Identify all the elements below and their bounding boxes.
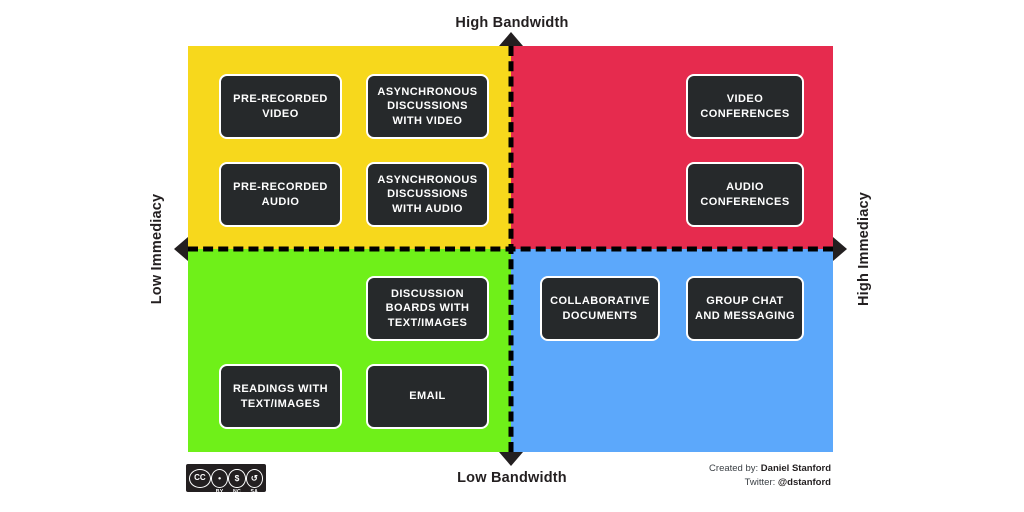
cc-nc-icon: $ NC xyxy=(228,468,246,495)
tool-box-audio-conferences[interactable]: AUDIO CONFERENCES xyxy=(686,162,804,227)
tool-box-collaborative-documents[interactable]: COLLABORATIVE DOCUMENTS xyxy=(540,276,660,341)
credit-created-by-prefix: Created by: xyxy=(709,463,761,474)
vertical-axis-line xyxy=(508,46,513,452)
credit-twitter-handle[interactable]: @dstanford xyxy=(777,476,831,488)
bandwidth-immediacy-matrix: PRE-RECORDED VIDEO ASYNCHRONOUS DISCUSSI… xyxy=(174,32,847,466)
cc-by-label: BY xyxy=(215,489,224,496)
tool-box-video-conferences[interactable]: VIDEO CONFERENCES xyxy=(686,74,804,139)
cc-by-icon: • BY xyxy=(210,468,229,495)
arrow-right-icon xyxy=(833,237,847,261)
tool-box-group-chat-and-messaging[interactable]: GROUP CHAT AND MESSAGING xyxy=(686,276,804,341)
axis-label-low-bandwidth: Low Bandwidth xyxy=(457,470,567,486)
arrow-left-icon xyxy=(174,237,188,261)
tool-box-pre-recorded-video[interactable]: PRE-RECORDED VIDEO xyxy=(219,74,342,139)
tool-box-readings-with-text-images[interactable]: READINGS WITH TEXT/IMAGES xyxy=(219,364,342,429)
cc-by-glyph: • xyxy=(218,472,222,483)
arrow-up-icon xyxy=(498,32,523,46)
axis-label-low-immediacy: Low Immediacy xyxy=(149,193,165,305)
tool-box-asynchronous-discussions-with-video[interactable]: ASYNCHRONOUS DISCUSSIONS WITH VIDEO xyxy=(366,74,489,139)
cc-logo-text: CC xyxy=(194,473,206,482)
cc-sa-icon: ↺ SA xyxy=(245,468,264,495)
cc-sa-label: SA xyxy=(250,489,259,496)
credit-author-line: Created by: Daniel Stanford xyxy=(709,462,831,476)
credit-author-name: Daniel Stanford xyxy=(760,463,831,474)
credit-twitter-prefix: Twitter: xyxy=(744,476,778,488)
creative-commons-license-badge[interactable]: CC • BY $ NC ↺ SA xyxy=(186,464,266,495)
tool-box-email[interactable]: EMAIL xyxy=(366,364,489,429)
tool-box-asynchronous-discussions-with-audio[interactable]: ASYNCHRONOUS DISCUSSIONS WITH AUDIO xyxy=(366,162,489,227)
credit-twitter-line: Twitter: @dstanford xyxy=(709,476,831,490)
tool-box-discussion-boards-with-text-images[interactable]: DISCUSSION BOARDS WITH TEXT/IMAGES xyxy=(366,276,489,341)
axis-label-high-bandwidth: High Bandwidth xyxy=(455,15,569,31)
tool-box-pre-recorded-audio[interactable]: PRE-RECORDED AUDIO xyxy=(219,162,342,227)
axis-label-high-immediacy: High Immediacy xyxy=(856,192,872,306)
cc-sa-glyph: ↺ xyxy=(250,472,258,483)
cc-nc-glyph: $ xyxy=(234,472,240,483)
cc-logo-icon: CC xyxy=(189,468,211,488)
arrow-down-icon xyxy=(498,452,523,466)
credit-block: Created by: Daniel Stanford Twitter: @ds… xyxy=(709,462,831,490)
cc-nc-label: NC xyxy=(233,489,241,496)
